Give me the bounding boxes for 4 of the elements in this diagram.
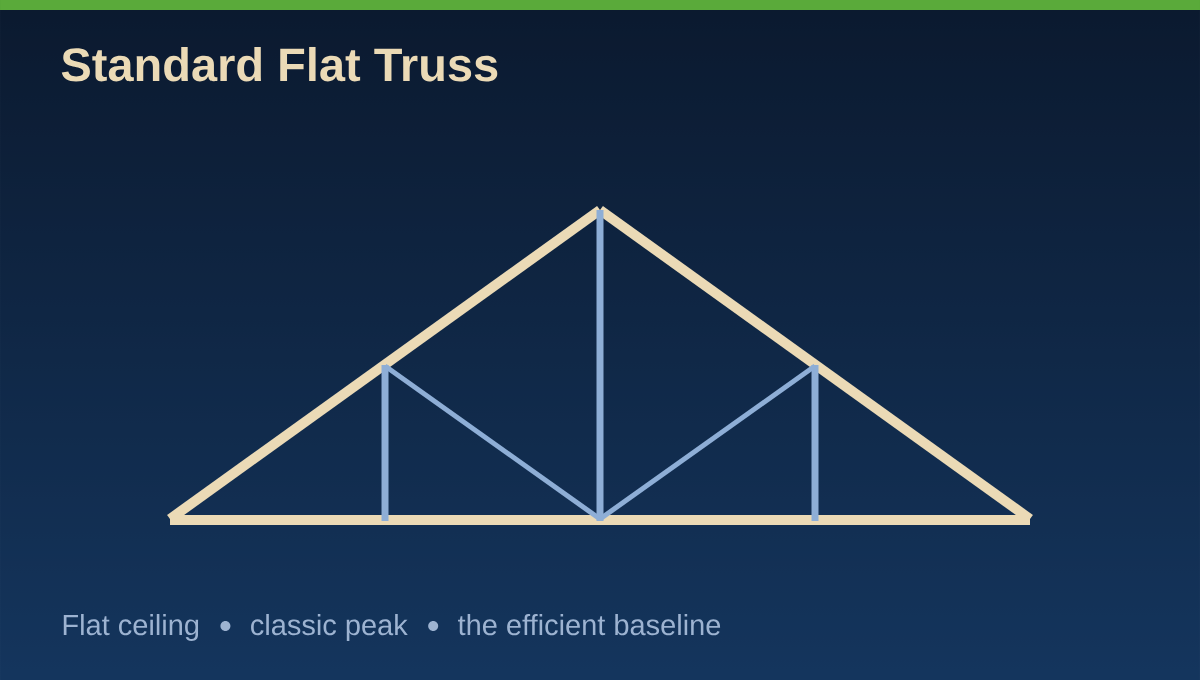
- tagline-text: the efficient baseline: [458, 614, 721, 636]
- title: Standard Flat Truss: [61, 46, 498, 82]
- tagline-text: classic peak: [251, 614, 408, 641]
- tagline-text: Flat ceiling: [63, 614, 199, 641]
